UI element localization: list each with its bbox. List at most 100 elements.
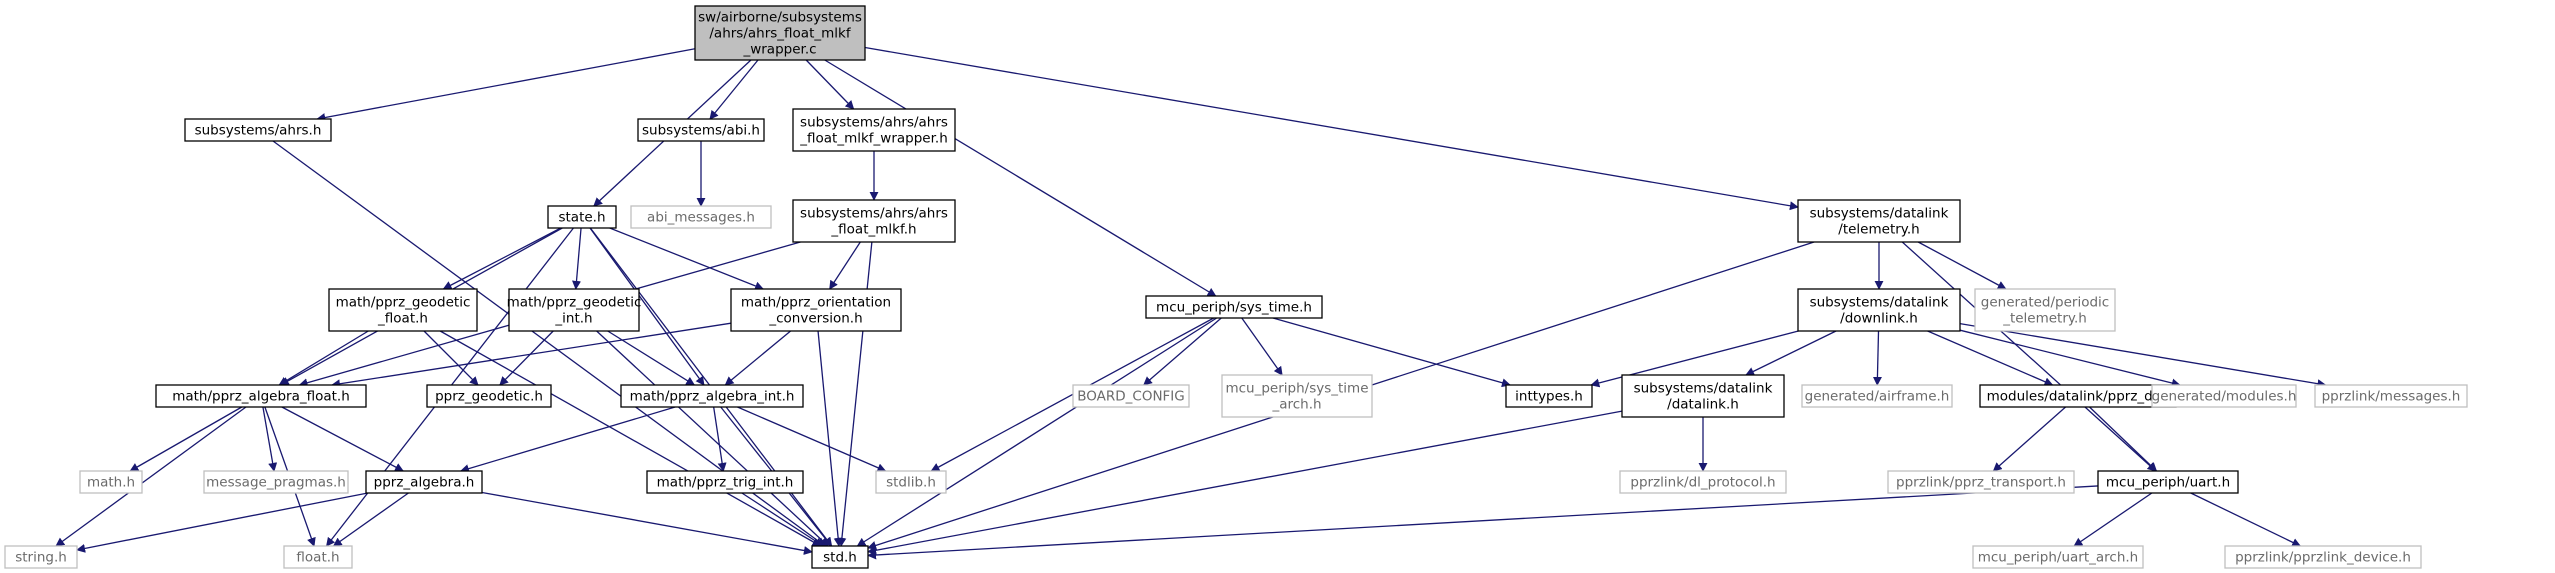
edge-state_h-to-orient [609, 227, 764, 291]
node-abi-h[interactable]: subsystems/abi.h [637, 118, 765, 142]
node-box [792, 108, 956, 152]
node-sys-time-arch: mcu_periph/sys_time_arch.h [1221, 374, 1373, 418]
node-label: stdlib.h [886, 474, 936, 490]
node-inttypes-h[interactable]: inttypes.h [1505, 384, 1593, 408]
node-label: mcu_periph/uart_arch.h [1978, 549, 2139, 565]
node-label: _float_mlkf.h [830, 221, 916, 237]
node-label: pprz_geodetic.h [435, 388, 543, 404]
node-box [155, 384, 367, 408]
edge-telemetry_h-to-uart_h [1901, 241, 2157, 472]
node-label: subsystems/ahrs/ahrs [800, 114, 948, 130]
node-label: /downlink.h [1840, 310, 1918, 326]
node-box [1619, 470, 1787, 494]
node-box [1887, 470, 2075, 494]
edge-geo_float-to-pprz_geodetic [423, 330, 479, 386]
node-messages-h: pprzlink/messages.h [2314, 384, 2468, 408]
node-box [2224, 545, 2422, 569]
node-box [508, 288, 640, 332]
node-box [184, 118, 332, 142]
edge-orient-to-alg_float [331, 322, 732, 389]
node-label: _wrapper.c [742, 41, 816, 57]
node-label: pprzlink/pprz_transport.h [1896, 474, 2066, 490]
node-label: _float_mlkf_wrapper.h [799, 130, 948, 146]
node-pprz-dl[interactable]: modules/datalink/pprz_dl.h [1979, 384, 2177, 408]
node-downlink-h[interactable]: subsystems/datalink/downlink.h [1797, 288, 1961, 332]
node-box [283, 545, 353, 569]
header-nodes: sw/airborne/subsystems/ahrs/ahrs_float_m… [4, 5, 2468, 569]
node-wrapper-h[interactable]: subsystems/ahrs/ahrs_float_mlkf_wrapper.… [792, 108, 956, 152]
node-box [1801, 384, 1953, 408]
node-sys-time[interactable]: mcu_periph/sys_time.h [1145, 295, 1323, 319]
node-box [694, 5, 866, 61]
edge-geo_int-to-std_h [596, 330, 829, 547]
edge-pprz_algebra-to-float_h [332, 492, 409, 547]
node-pprz-transport: pprzlink/pprz_transport.h [1887, 470, 2075, 494]
node-label: /telemetry.h [1838, 221, 1919, 237]
node-stdlib-h: stdlib.h [875, 470, 947, 494]
edge-uart_h-to-pprzlink_device [2190, 492, 2302, 547]
node-math-h: math.h [79, 470, 143, 494]
edge-trig_int-to-std_h [741, 492, 824, 547]
edge-geo_float-to-std_h [439, 330, 822, 547]
node-box [328, 288, 478, 332]
node-pprz-algebra[interactable]: pprz_algebra.h [365, 470, 483, 494]
edge-root-to-sys_time [824, 59, 1217, 297]
node-box [547, 205, 617, 229]
node-root[interactable]: sw/airborne/subsystems/ahrs/ahrs_float_m… [694, 5, 866, 61]
edge-state_h-to-geo_float [442, 227, 562, 290]
node-label: pprzlink/pprzlink_device.h [2235, 549, 2411, 565]
node-state-h[interactable]: state.h [547, 205, 617, 229]
node-label: math/pprz_orientation [741, 294, 891, 310]
node-mlkf-h[interactable]: subsystems/ahrs/ahrs_float_mlkf.h [792, 199, 956, 243]
node-board-config: BOARD_CONFIG [1072, 384, 1190, 408]
edge-alg_int-to-pprz_algebra [459, 406, 676, 473]
node-std-h[interactable]: std.h [811, 545, 869, 569]
node-box [203, 470, 349, 494]
node-label: subsystems/datalink [1634, 380, 1773, 396]
node-label: pprz_algebra.h [374, 474, 475, 490]
node-orient[interactable]: math/pprz_orientation_conversion.h [730, 288, 902, 332]
node-uart-h[interactable]: mcu_periph/uart.h [2097, 470, 2239, 494]
node-label: string.h [15, 549, 67, 565]
node-box [1621, 374, 1785, 418]
node-label: math/pprz_geodetic [336, 294, 471, 310]
edge-uart_h-to-std_h [867, 485, 2099, 560]
edge-uart_h-to-uart_arch [2073, 492, 2153, 547]
node-box [2314, 384, 2468, 408]
node-modules-h: generated/modules.h [2151, 384, 2297, 408]
edge-root-to-wrapper_h [805, 59, 855, 110]
node-box [646, 470, 804, 494]
node-pprz-geodetic[interactable]: pprz_geodetic.h [426, 384, 552, 408]
edge-root-to-abi_h [709, 59, 759, 120]
node-alg-int[interactable]: math/pprz_algebra_int.h [620, 384, 804, 408]
edge-pprz_dl-to-pprz_transport [1992, 406, 2067, 472]
node-float-h: float.h [283, 545, 353, 569]
node-box [4, 545, 78, 569]
node-datalink-h[interactable]: subsystems/datalink/datalink.h [1621, 374, 1785, 418]
node-label: BOARD_CONFIG [1077, 388, 1185, 404]
node-box [1974, 288, 2116, 332]
node-box [2097, 470, 2239, 494]
node-geo-float[interactable]: math/pprz_geodetic_float.h [328, 288, 478, 332]
edge-pprz_algebra-to-string_h [76, 492, 368, 553]
node-label: subsystems/ahrs/ahrs [800, 205, 948, 221]
node-trig-int[interactable]: math/pprz_trig_int.h [646, 470, 804, 494]
node-label: mcu_periph/sys_time [1225, 380, 1368, 396]
edge-sys_time-to-sys_time_arch [1241, 317, 1283, 376]
edge-pprz_algebra-to-std_h [481, 491, 813, 555]
node-alg-float[interactable]: math/pprz_algebra_float.h [155, 384, 367, 408]
node-box [620, 384, 804, 408]
node-ahrs-h[interactable]: subsystems/ahrs.h [184, 118, 332, 142]
edge-geo_int-to-alg_int [607, 330, 696, 386]
node-label: pprzlink/messages.h [2322, 388, 2461, 404]
node-geo-int[interactable]: math/pprz_geodetic_int.h [507, 288, 642, 332]
node-abi-messages: abi_messages.h [630, 205, 772, 229]
node-box [1797, 199, 1961, 243]
edge-state_h-to-geo_int [572, 227, 582, 290]
node-telemetry-h[interactable]: subsystems/datalink/telemetry.h [1797, 199, 1961, 243]
node-label: _telemetry.h [2002, 310, 2087, 326]
node-box [426, 384, 552, 408]
node-box [79, 470, 143, 494]
node-label: subsystems/ahrs.h [195, 122, 322, 138]
